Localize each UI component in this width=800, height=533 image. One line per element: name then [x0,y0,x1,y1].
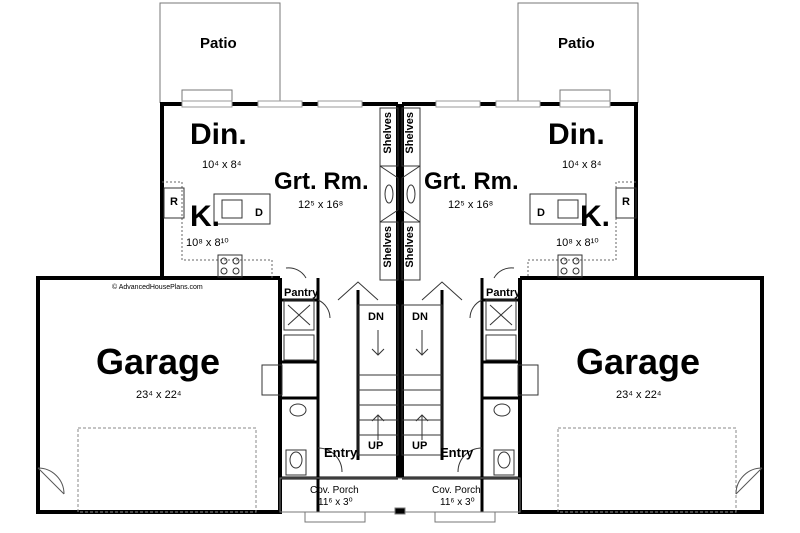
entry-label-right: Entry [440,445,474,460]
stairs-down-right: DN [412,311,428,323]
garage-label-right: Garage [576,341,701,382]
porch-label-right: Cov. Porch [432,485,481,496]
great-room-dim-right: 12⁵ x 16⁸ [448,199,494,211]
fireplaces [379,165,421,223]
covered-porch [279,477,521,523]
garage-label-left: Garage [96,341,221,382]
entry-label-left: Entry [324,445,358,460]
kitchen-dim-left: 10⁸ x 8¹⁰ [186,237,229,249]
pantry-label-right: Pantry [486,287,521,299]
porch-dim-right: 11⁶ x 3⁰ [440,497,475,508]
garage-side-doors [37,467,763,495]
stairs [337,281,463,456]
great-room-label-right: Grt. Rm. [424,168,519,195]
dining-label-right: Din. [548,118,605,151]
dining-label-left: Din. [190,118,247,151]
kitchen-right-counters [527,181,636,278]
patio-label-right: Patio [558,35,595,52]
patio-label-left: Patio [200,35,237,52]
porch-dim-left: 11⁶ x 3⁰ [318,497,353,508]
utility-left [261,267,343,476]
kitchen-right-fixtures [529,187,637,278]
kitchen-label-right: K. [580,200,610,233]
copyright-watermark: © AdvancedHousePlans.com [112,284,203,291]
shelves-label-upper-left: Shelves [382,112,394,154]
garage-dim-left: 23⁴ x 22⁴ [136,389,182,401]
shelves-label-upper-right: Shelves [404,112,416,154]
great-room-dim-left: 12⁵ x 16⁸ [298,199,344,211]
patio-right [517,2,639,104]
pantry-label-left: Pantry [284,287,319,299]
patio-left [159,2,281,104]
garage-doors [77,427,737,513]
shelves-label-lower-left: Shelves [382,226,394,268]
stairs-down-left: DN [368,311,384,323]
utility-right [457,267,539,476]
shelves [379,107,421,281]
stairs-up-right: UP [412,440,428,452]
stairs-up-left: UP [368,440,384,452]
garage-dim-right: 23⁴ x 22⁴ [616,389,662,401]
kitchen-left-fixtures [163,187,271,278]
kitchen-dim-right: 10⁸ x 8¹⁰ [556,237,599,249]
kitchen-left-counters [162,181,273,278]
shelves-label-lower-right: Shelves [404,226,416,268]
dishwasher-label-left: D [255,207,263,219]
refrigerator-label-right: R [622,196,630,208]
refrigerator-label-left: R [170,196,178,208]
dishwasher-label-right: D [537,207,545,219]
top-windows [181,100,611,108]
dining-dim-left: 10⁴ x 8⁴ [202,159,242,171]
kitchen-label-left: K. [190,200,220,233]
great-room-label-left: Grt. Rm. [274,168,369,195]
porch-label-left: Cov. Porch [310,485,359,496]
dining-dim-right: 10⁴ x 8⁴ [562,159,602,171]
